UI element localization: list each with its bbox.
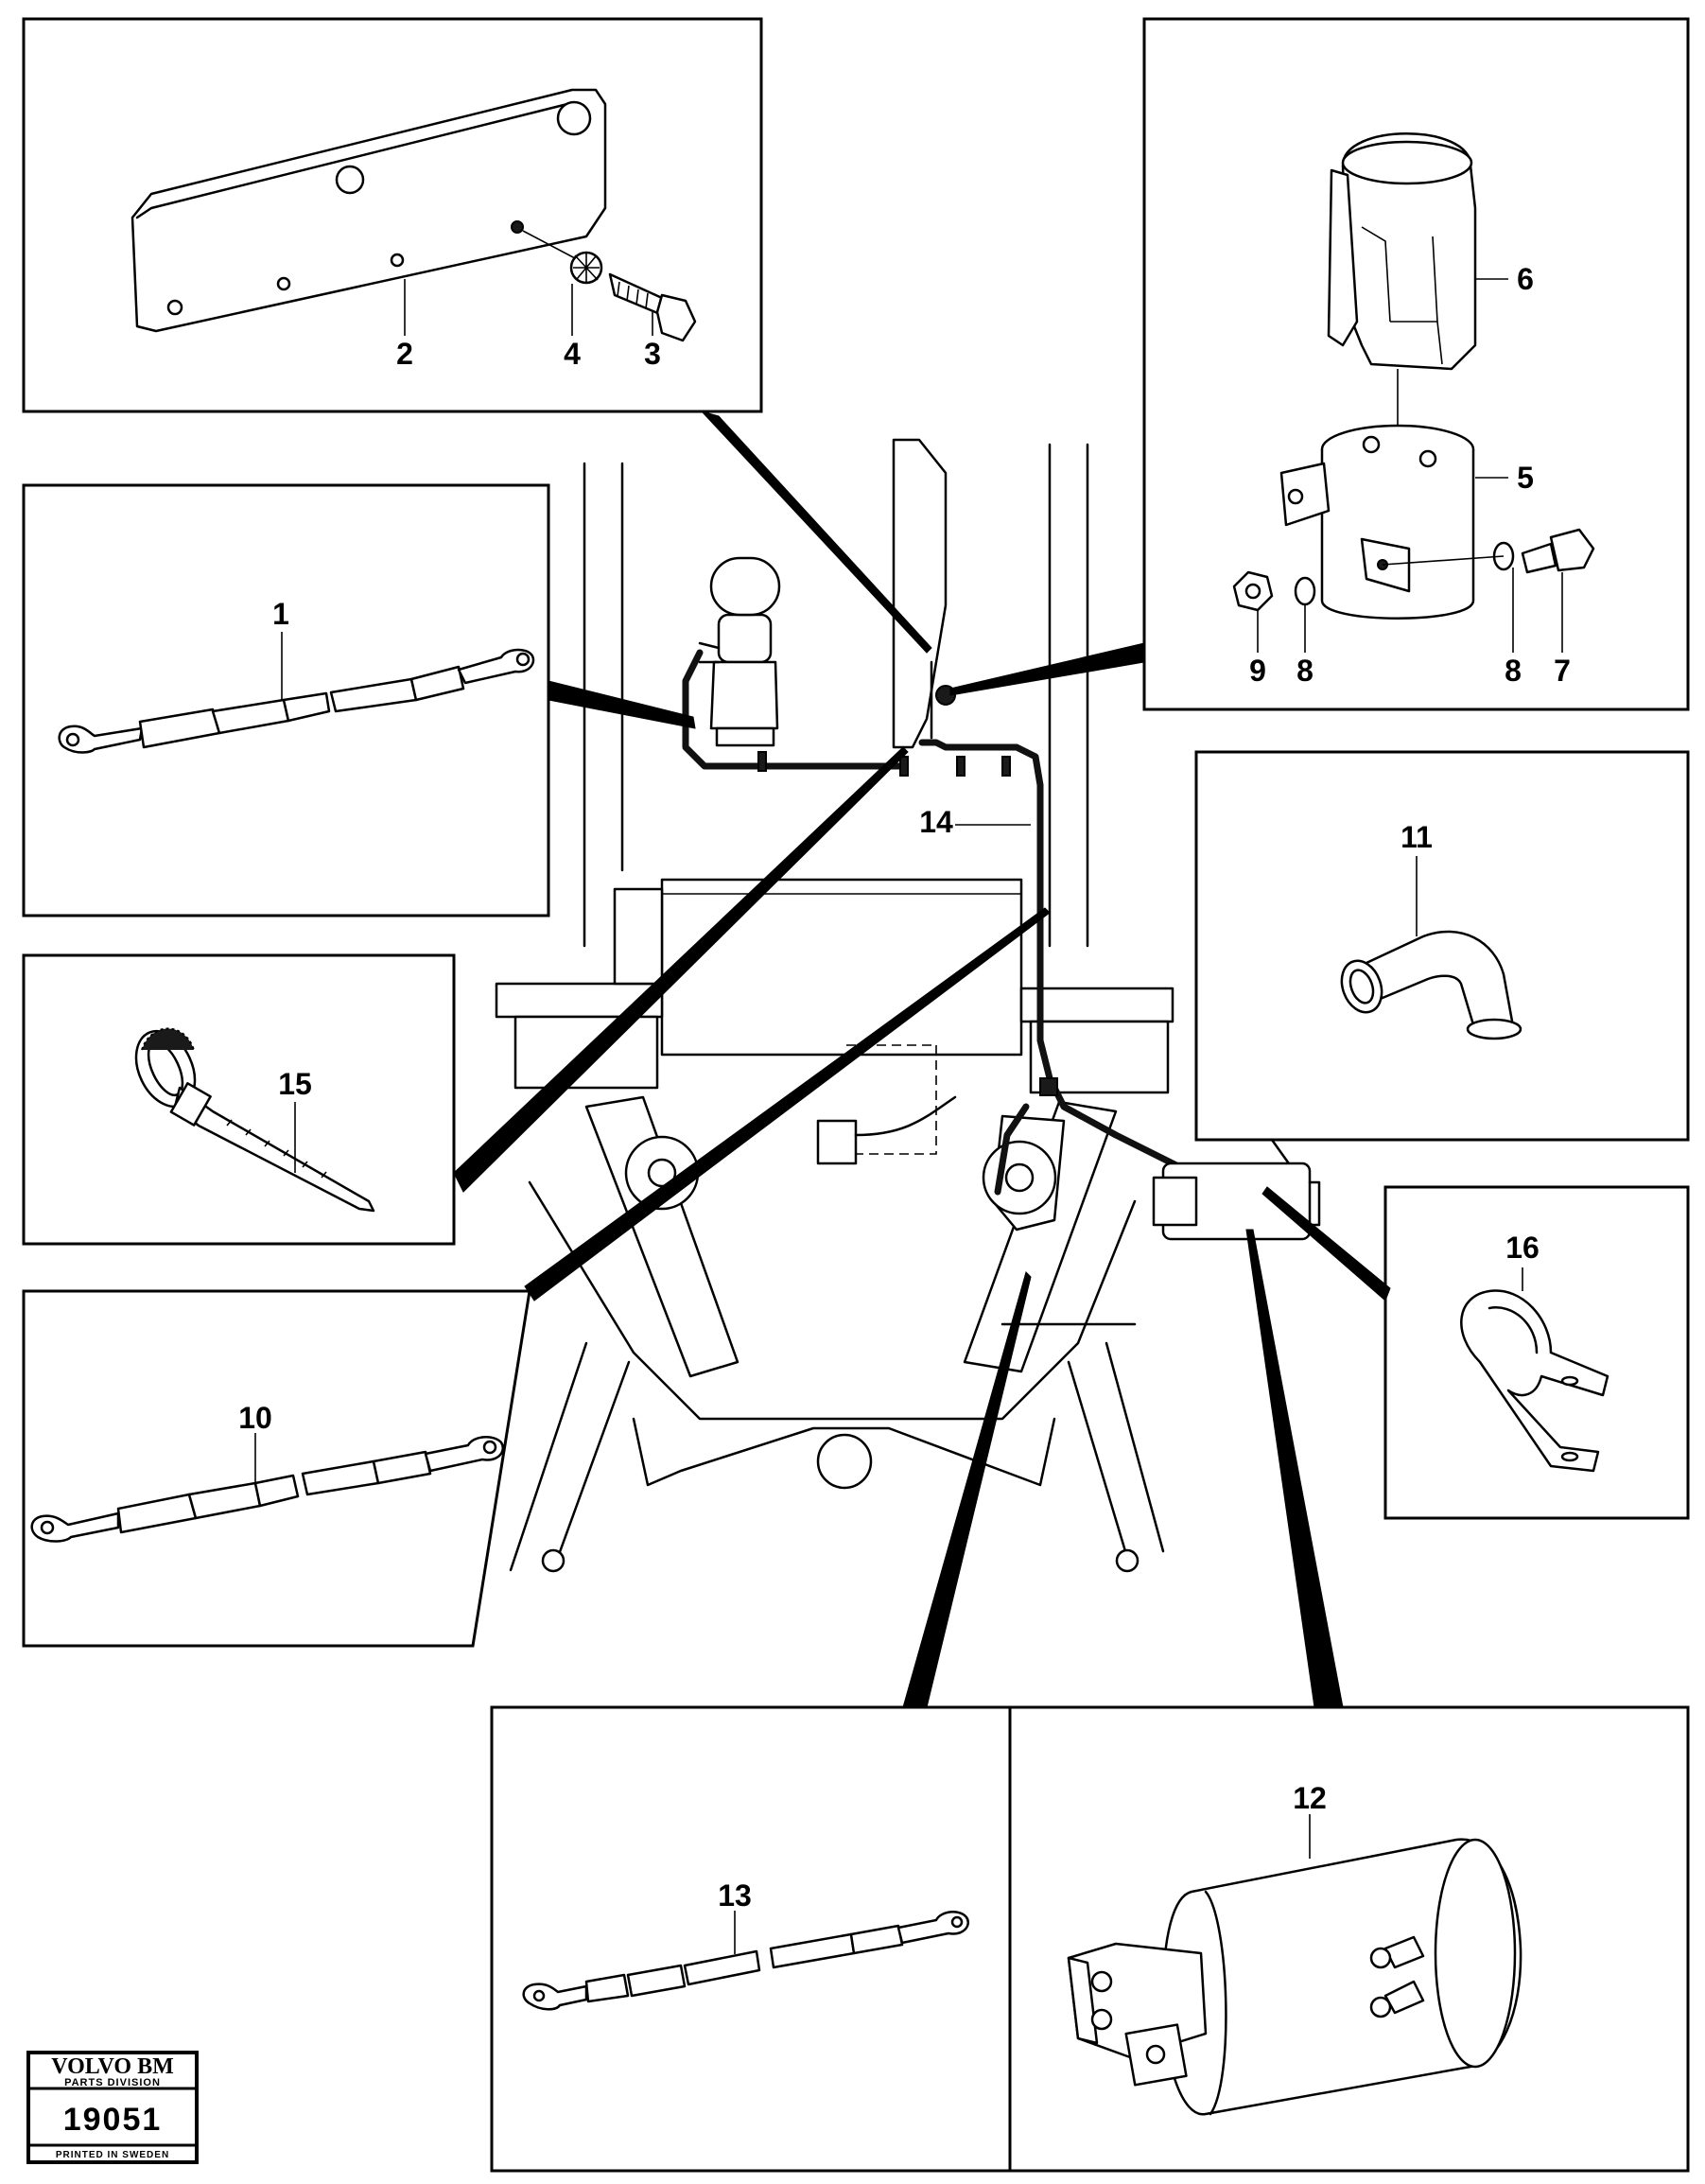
detail-box-hose <box>1194 750 1690 1142</box>
callout-13: 13 <box>718 1878 752 1913</box>
callout-5: 5 <box>1517 461 1534 495</box>
callout-12: 12 <box>1293 1781 1327 1815</box>
stamp-brand: VOLVO BM <box>51 2054 174 2079</box>
detail-box-cable-13 <box>490 1705 1012 2173</box>
callout-8b: 8 <box>1505 654 1522 688</box>
callout-2: 2 <box>396 337 413 371</box>
horn-assembly <box>698 556 781 747</box>
stamp-division: PARTS DIVISION <box>64 2077 161 2088</box>
callout-4: 4 <box>564 337 581 371</box>
detail-box-cable-1 <box>22 483 550 917</box>
callout-7: 7 <box>1554 654 1571 688</box>
volvo-bm-stamp: VOLVO BM PARTS DIVISION 19051 PRINTED IN… <box>26 2051 199 2164</box>
callout-11: 11 <box>1401 820 1433 854</box>
detail-box-cable-10 <box>22 1289 531 1648</box>
callout-14: 14 <box>919 805 953 839</box>
relay-cover <box>1341 132 1477 371</box>
detail-box-motor <box>1008 1705 1690 2173</box>
detail-box-relay <box>1142 17 1690 711</box>
callout-3: 3 <box>644 337 661 371</box>
stamp-number: 19051 <box>63 2102 163 2138</box>
detail-box-clip <box>1383 1185 1690 1520</box>
callout-labels: 1 2 3 4 5 6 7 8 8 9 10 11 12 13 14 15 16 <box>238 262 1571 1913</box>
detail-box-plate <box>22 17 763 413</box>
leader-pointers <box>453 411 1391 1708</box>
battery-box <box>660 878 1023 1057</box>
elbow-hose <box>1350 930 1515 1033</box>
callout-9: 9 <box>1249 654 1266 688</box>
callout-16: 16 <box>1505 1231 1540 1265</box>
detail-box-cable-tie <box>22 953 456 1246</box>
callout-1: 1 <box>272 597 289 631</box>
mounting-plate <box>130 88 607 333</box>
callout-15: 15 <box>278 1067 312 1101</box>
callout-10: 10 <box>238 1401 272 1435</box>
callout-8a: 8 <box>1296 654 1314 688</box>
callout-6: 6 <box>1517 262 1534 296</box>
stamp-printed: PRINTED IN SWEDEN <box>56 2150 169 2160</box>
hose-clip <box>1460 1289 1609 1473</box>
